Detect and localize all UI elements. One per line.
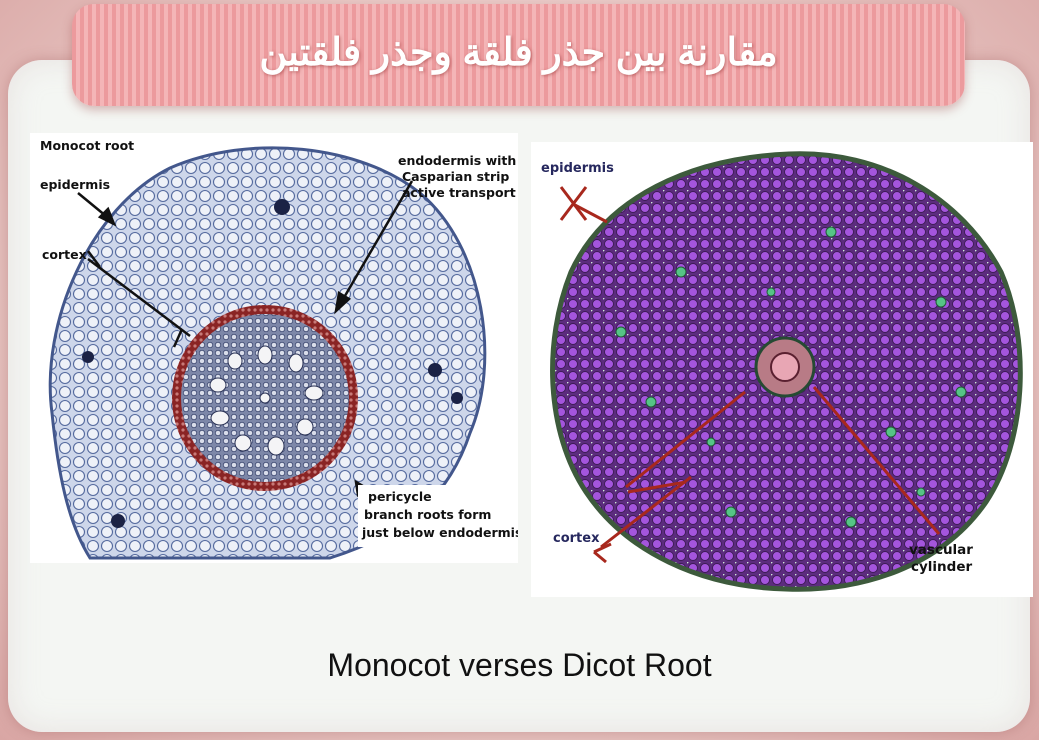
slide-caption: Monocot verses Dicot Root [0, 647, 1039, 684]
cortex-arrowhead [594, 552, 606, 562]
vascular-label-2: cylinder [911, 559, 972, 575]
endodermis-label-1: endodermis with [398, 153, 516, 168]
epidermis-pointer [573, 204, 607, 222]
dicot-cortex-label: cortex [553, 531, 600, 546]
pericycle-label-2: branch roots form [364, 507, 491, 522]
endodermis-label-3: active transport [402, 185, 516, 200]
dark-cell [82, 351, 94, 363]
dark-cell [428, 363, 442, 377]
monocot-root-figure: Monocot root epidermis cortex endodermis… [30, 133, 518, 563]
title-banner: مقارنة بين جذر فلقة وجذر فلقتين [72, 4, 965, 106]
epidermis-label: epidermis [40, 177, 110, 192]
monocot-heading: Monocot root [40, 138, 134, 153]
pericycle-label-1: pericycle [368, 489, 432, 504]
monocot-root-svg: Monocot root epidermis cortex endodermis… [30, 133, 518, 563]
dicot-epidermis-label: epidermis [541, 161, 614, 176]
dark-cell [451, 392, 463, 404]
slide-title: مقارنة بين جذر فلقة وجذر فلقتين [72, 30, 965, 75]
dicot-root-svg: epidermis cortex vascular cylinder [531, 142, 1033, 597]
vascular-label-1: vascular [909, 542, 973, 558]
dicot-root-figure: epidermis cortex vascular cylinder [531, 142, 1033, 597]
xylem-core [771, 353, 799, 381]
endodermis-label-2: Casparian strip [402, 169, 509, 184]
pericycle-label-3: just below endodermis [361, 525, 518, 540]
dark-cell [274, 199, 290, 215]
cortex-label: cortex [42, 247, 87, 262]
dark-cell [111, 514, 125, 528]
